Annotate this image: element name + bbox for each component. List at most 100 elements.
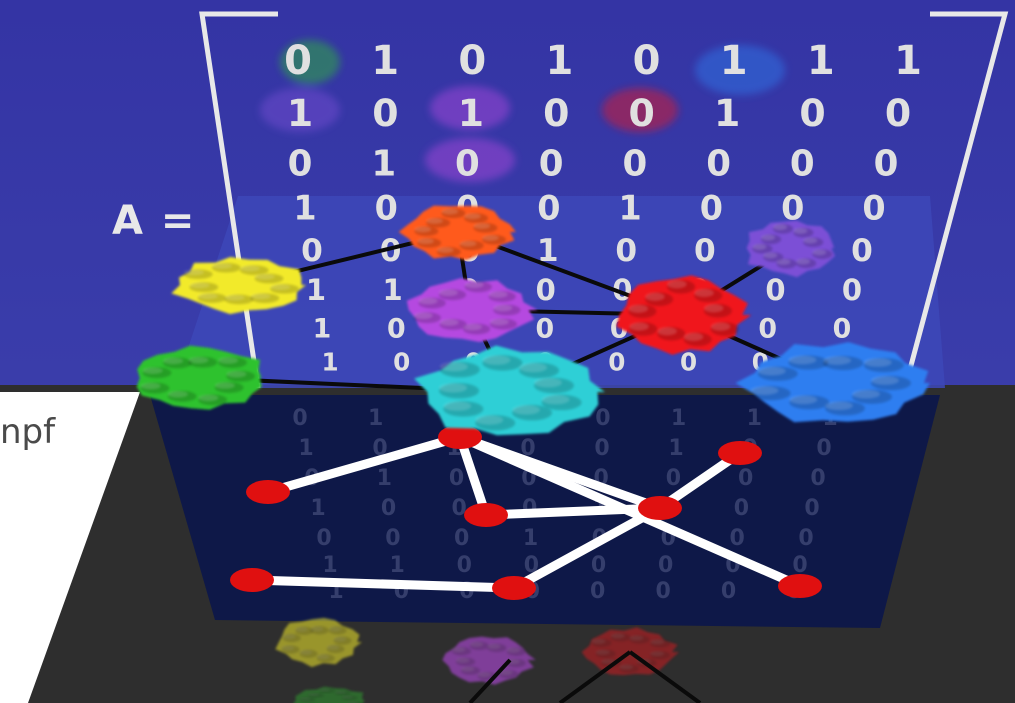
matrix-cell: 0: [765, 273, 785, 307]
network-node: [718, 441, 762, 465]
lower-plane-digit: 0: [381, 496, 396, 521]
side-text: npf: [0, 412, 56, 452]
network-edge: [481, 503, 665, 520]
network-node: [230, 568, 274, 592]
network-node: [638, 496, 682, 520]
matrix-cell: 0: [622, 143, 647, 184]
matrix-cell: 0: [862, 189, 885, 228]
matrix-cell: 1: [714, 91, 740, 135]
ghost-blob: [280, 40, 340, 84]
lower-plane-digit: 1: [389, 553, 404, 578]
white-panel: [0, 392, 140, 703]
network-node: [778, 574, 822, 598]
lower-plane-digit: 0: [385, 526, 400, 551]
lower-plane-digit: 0: [804, 496, 819, 521]
lower-plane-digit: 0: [810, 466, 825, 491]
matrix-cell: 0: [680, 348, 697, 377]
matrix-cell: 0: [387, 313, 406, 344]
lower-plane-digit: 1: [377, 466, 392, 491]
green-protein-blob: [136, 345, 262, 410]
matrix-cell: 1: [321, 348, 338, 377]
lower-plane-digit: 0: [734, 496, 749, 521]
lower-plane-digit: 0: [655, 579, 670, 604]
matrix-cell: 0: [393, 348, 410, 377]
lower-plane-digit: 0: [798, 526, 813, 551]
violet-protein-blob: [442, 636, 536, 685]
matrix-cell: 0: [790, 143, 815, 184]
network-edge: [247, 575, 519, 593]
network-nodes: [230, 425, 822, 600]
matrix-cell: 0: [615, 233, 637, 269]
lower-plane-digit: 0: [520, 436, 535, 461]
reflected-blobs: [275, 617, 702, 703]
ghost-blob: [695, 45, 785, 95]
matrix-cell: 0: [608, 348, 625, 377]
matrix-cell: 1: [458, 91, 484, 135]
matrix-cell: 1: [371, 38, 399, 84]
violet-protein-blob: [406, 278, 538, 342]
matrix-cell: 1: [537, 233, 559, 269]
lower-plane-digit: 0: [454, 526, 469, 551]
lower-plane-digit: 1: [298, 436, 313, 461]
lower-plane-digit: 1: [747, 406, 762, 431]
lower-plane-digit: 0: [792, 553, 807, 578]
matrix-cell: 0: [633, 38, 661, 84]
cyan-protein-blob: [414, 345, 605, 436]
lower-plane-digit: 0: [457, 553, 472, 578]
lower-plane-digit: 0: [594, 436, 609, 461]
matrix-cell: 1: [546, 38, 574, 84]
matrix-cell: 0: [543, 91, 569, 135]
lavender-protein-blob: [746, 220, 835, 278]
matrix-cell: 0: [380, 233, 402, 269]
lower-plane-digit: 1: [310, 496, 325, 521]
matrix-cell: 0: [455, 143, 480, 184]
ghost-blob: [430, 86, 510, 130]
matrix-cell: 0: [758, 313, 777, 344]
lower-plane-digit: 1: [668, 436, 683, 461]
lower-plane-digit: 0: [451, 496, 466, 521]
reflected-connection-line: [558, 650, 632, 703]
lower-plane-digit: 1: [671, 406, 686, 431]
matrix-cell: 1: [371, 143, 396, 184]
matrix-cell: 0: [612, 273, 632, 307]
blue-protein-blob: [735, 342, 930, 423]
right-bracket: [902, 11, 1009, 389]
network-node: [438, 425, 482, 449]
matrix-cell: 1: [807, 38, 835, 84]
matrix-cell: 1: [287, 91, 313, 135]
matrix-cell: 1: [382, 273, 402, 307]
matrix-cell: 1: [720, 38, 748, 84]
lower-plane-digit: 0: [292, 406, 307, 431]
lower-plane-digit: 0: [729, 526, 744, 551]
matrix-cell: 0: [458, 38, 486, 84]
matrix-cell: 0: [781, 189, 804, 228]
lower-plane-digit: 0: [595, 406, 610, 431]
matrix-cell: 1: [894, 38, 922, 84]
network-edge: [263, 432, 465, 497]
matrix-cell: 1: [306, 273, 326, 307]
matrix-cell: 0: [706, 143, 731, 184]
lower-plane-digit: 0: [590, 579, 605, 604]
lower-plane-digit: 0: [591, 553, 606, 578]
network-edge: [455, 432, 491, 520]
lower-plane-digit: 0: [449, 466, 464, 491]
ghost-blobs: [260, 40, 785, 182]
ghost-blob: [425, 138, 515, 182]
network-node: [464, 503, 508, 527]
lower-plane-digit: 0: [666, 466, 681, 491]
matrix-cell: 0: [885, 91, 911, 135]
yellow-protein-blob: [171, 257, 306, 315]
red-protein-blob: [581, 627, 680, 676]
network-node: [492, 576, 536, 600]
matrix-cell: 1: [619, 189, 642, 228]
protein-blobs: [136, 205, 930, 436]
ghost-blob: [260, 88, 340, 132]
matrix-cell: 0: [372, 91, 398, 135]
lower-plane-digit: 1: [523, 526, 538, 551]
matrix-cell: 0: [799, 91, 825, 135]
orange-protein-blob: [398, 205, 516, 260]
ghost-blob: [602, 88, 678, 132]
matrix-cell: 0: [537, 189, 560, 228]
